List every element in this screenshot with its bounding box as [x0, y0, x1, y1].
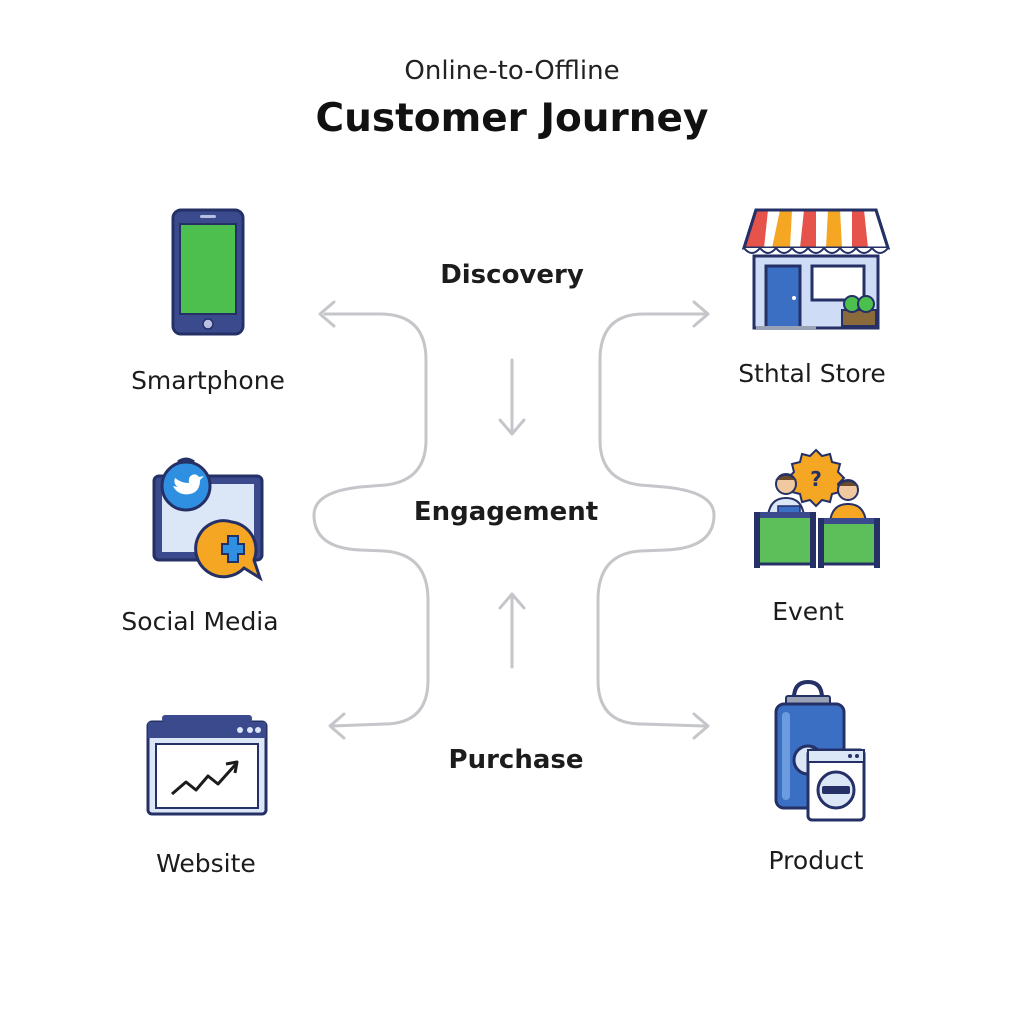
diagram-title: Customer Journey	[315, 96, 709, 141]
stage-engagement: Engagement	[413, 497, 599, 527]
stage-discovery: Discovery	[440, 260, 584, 290]
right-connector-path	[596, 312, 716, 728]
up-arrow-purchase-engagement	[498, 592, 526, 669]
arrow-to-smartphone	[318, 300, 336, 328]
online-label-website: Website	[156, 849, 256, 878]
product-icon	[774, 679, 866, 822]
smartphone-icon	[171, 208, 245, 336]
website-icon	[146, 715, 268, 816]
offline-label-event: Event	[772, 597, 844, 626]
svg-text:?: ?	[810, 467, 822, 491]
arrow-to-store	[692, 300, 710, 328]
social-media-icon	[152, 457, 264, 582]
offline-label-product: Product	[768, 846, 864, 875]
offline-label-store: Sthtal Store	[738, 359, 886, 388]
event-icon: ?	[754, 448, 880, 568]
left-connector-path	[312, 312, 430, 728]
online-label-smartphone: Smartphone	[131, 366, 285, 395]
diagram-subtitle: Online-to-Offline	[404, 56, 620, 86]
store-icon	[742, 208, 890, 330]
online-label-social-media: Social Media	[121, 607, 279, 636]
stage-purchase: Purchase	[448, 745, 584, 775]
arrow-to-website	[328, 712, 346, 740]
arrow-to-product	[692, 712, 710, 740]
down-arrow-discovery-engagement	[498, 358, 526, 436]
